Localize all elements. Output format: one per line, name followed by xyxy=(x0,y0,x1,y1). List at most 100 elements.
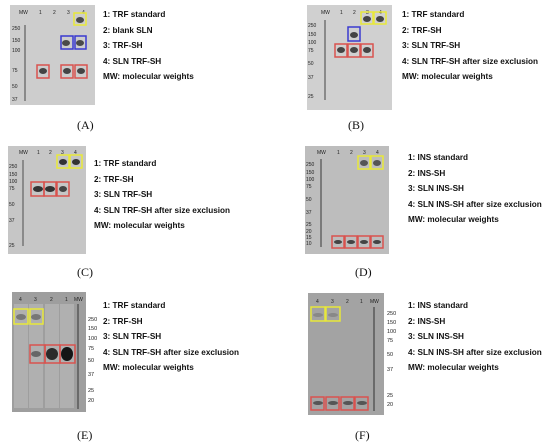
gel-a-ladder xyxy=(24,25,26,101)
gel-e-lane-1: 1 xyxy=(65,297,68,303)
gel-b-band xyxy=(363,16,371,22)
legend-d-item: 2: INS-SH xyxy=(408,168,446,178)
gel-a-mw-header: MW xyxy=(19,10,28,16)
gel-e-highlight-box xyxy=(13,308,29,325)
gel-d-tick-37: 37 xyxy=(306,210,312,216)
gel-a-band xyxy=(63,68,71,74)
legend-c: 1: TRF standard 2: TRF-SH 3: SLN TRF-SH … xyxy=(94,156,230,234)
gel-f-tick-25: 25 xyxy=(387,393,394,399)
legend-d: 1: INS standard 2: INS-SH 3: SLN INS-SH … xyxy=(408,150,542,228)
legend-e-item: 2: TRF-SH xyxy=(103,316,143,326)
gel-d-mw-header: MW xyxy=(317,150,326,156)
legend-b-item: 1: TRF standard xyxy=(402,10,465,19)
gel-c-band xyxy=(59,159,67,165)
gel-e-tick-25: 25 xyxy=(88,388,95,394)
gel-a: MW 1 2 3 4 250 150 100 75 50 37 xyxy=(10,5,95,105)
gel-d-tick-75: 75 xyxy=(306,184,312,190)
legend-c-item: MW: molecular weights xyxy=(94,221,185,230)
gel-f-mw-header: MW xyxy=(370,299,379,305)
gel-d-tick-20: 20 xyxy=(306,229,312,235)
gel-a-highlight-box xyxy=(36,64,50,79)
gel-c-lane-1: 1 xyxy=(37,150,40,156)
gel-e-mw-header: MW xyxy=(74,297,83,303)
panel-label-a: (A) xyxy=(77,118,94,132)
gel-b-highlight-box xyxy=(347,26,361,42)
gel-b: MW 1 2 3 4 250 150 100 75 50 37 25 xyxy=(307,5,392,110)
gel-f-band xyxy=(313,401,323,405)
gel-e-tick-100: 100 xyxy=(88,336,98,342)
legend-d-item: MW: molecular weights xyxy=(408,215,499,224)
gel-b-ladder xyxy=(324,20,326,100)
gel-b-band xyxy=(376,16,384,22)
gel-a-highlight-box xyxy=(73,12,87,26)
gel-a-band xyxy=(39,68,47,74)
gel-b-highlight-box xyxy=(360,43,374,58)
gel-e-tick-20: 20 xyxy=(88,398,95,404)
gel-c-band xyxy=(59,186,67,192)
gel-d-ladder xyxy=(320,159,322,247)
gel-c-band xyxy=(33,186,43,192)
gel-e-highlight-box xyxy=(29,308,44,325)
gel-f-ladder xyxy=(373,307,375,411)
gel-f-tick-50: 50 xyxy=(387,352,394,358)
legend-d-item: 1: INS standard xyxy=(408,153,469,162)
legend-e-item: 3: SLN TRF-SH xyxy=(103,332,162,341)
gel-f-tick-75: 75 xyxy=(387,338,394,344)
gel-c-tick-150: 150 xyxy=(9,172,18,178)
legend-e-item: 1: TRF standard xyxy=(103,301,166,310)
gel-c-tick-250: 250 xyxy=(9,164,18,170)
panel-label-f: (F) xyxy=(355,428,370,442)
gel-a-lane-3: 3 xyxy=(67,10,70,16)
gel-a-tick-37: 37 xyxy=(12,97,18,103)
gel-b-lane-1: 1 xyxy=(340,10,343,16)
gel-f-lane-3: 3 xyxy=(331,299,334,305)
gel-c-band xyxy=(45,186,55,192)
gel-f-svg: 4 3 2 1 MW xyxy=(310,299,379,411)
gel-f-highlight-box xyxy=(325,396,340,411)
gel-f-highlight-box xyxy=(340,396,355,411)
gel-e-tick-150: 150 xyxy=(88,326,98,332)
gel-f-tick-100: 100 xyxy=(387,329,397,335)
gel-c-lane-3: 3 xyxy=(61,150,64,156)
gel-d-lane-3: 3 xyxy=(363,150,366,156)
gel-e-lane-3: 3 xyxy=(34,297,37,303)
gel-a-highlight-box xyxy=(60,64,74,79)
gel-e-ladder xyxy=(77,304,79,409)
gel-a-tick-150: 150 xyxy=(12,38,21,44)
gel-f-lane-2: 2 xyxy=(346,299,349,305)
gel-a-highlight-box xyxy=(74,35,87,50)
gel-b-tick-50: 50 xyxy=(308,61,314,67)
gel-c: MW 1 2 3 4 250 150 100 75 50 37 25 xyxy=(8,146,86,254)
gel-a-highlight-box xyxy=(74,64,88,79)
gel-e-tick-50: 50 xyxy=(88,358,95,364)
legend-b-item: 2: TRF-SH xyxy=(402,25,442,35)
gel-d-tick-50: 50 xyxy=(306,197,312,203)
legend-c-item: 1: TRF standard xyxy=(94,159,157,168)
legend-a: 1: TRF standard 2: blank SLN 3: TRF-SH 4… xyxy=(103,7,194,85)
legend-e-item: 4: SLN TRF-SH after size exclusion xyxy=(103,347,240,357)
legend-b: 1: TRF standard 2: TRF-SH 3: SLN TRF-SH … xyxy=(402,7,538,85)
panel-label-d: (D) xyxy=(355,265,372,279)
legend-c-item: 4: SLN TRF-SH after size exclusion xyxy=(94,205,231,215)
gel-d-band xyxy=(334,240,342,244)
gel-b-tick-75: 75 xyxy=(308,48,314,54)
gel-f-lane-1: 1 xyxy=(360,299,363,305)
gel-f-band xyxy=(357,401,367,405)
gel-f-highlight-box xyxy=(310,396,325,411)
gel-a-tick-50: 50 xyxy=(12,84,18,90)
legend-d-item: 3: SLN INS-SH xyxy=(408,184,464,193)
gel-b-lane-2: 2 xyxy=(353,10,356,16)
legend-f-item: 2: INS-SH xyxy=(408,316,446,326)
gel-b-band xyxy=(337,47,345,53)
legend-f-item: MW: molecular weights xyxy=(408,363,499,372)
gel-b-tick-150: 150 xyxy=(308,32,317,38)
gel-d-tick-15: 15 xyxy=(306,235,312,241)
panel-label-e: (E) xyxy=(77,428,93,442)
gel-a-band xyxy=(62,40,70,46)
gel-d-highlight-box xyxy=(357,155,371,170)
gel-a-tick-75: 75 xyxy=(12,68,18,74)
gel-e-band xyxy=(46,348,58,360)
gel-a-band xyxy=(77,68,85,74)
gel-e-svg: 4 3 2 1 MW xyxy=(13,297,83,409)
gel-e-band xyxy=(31,314,41,320)
